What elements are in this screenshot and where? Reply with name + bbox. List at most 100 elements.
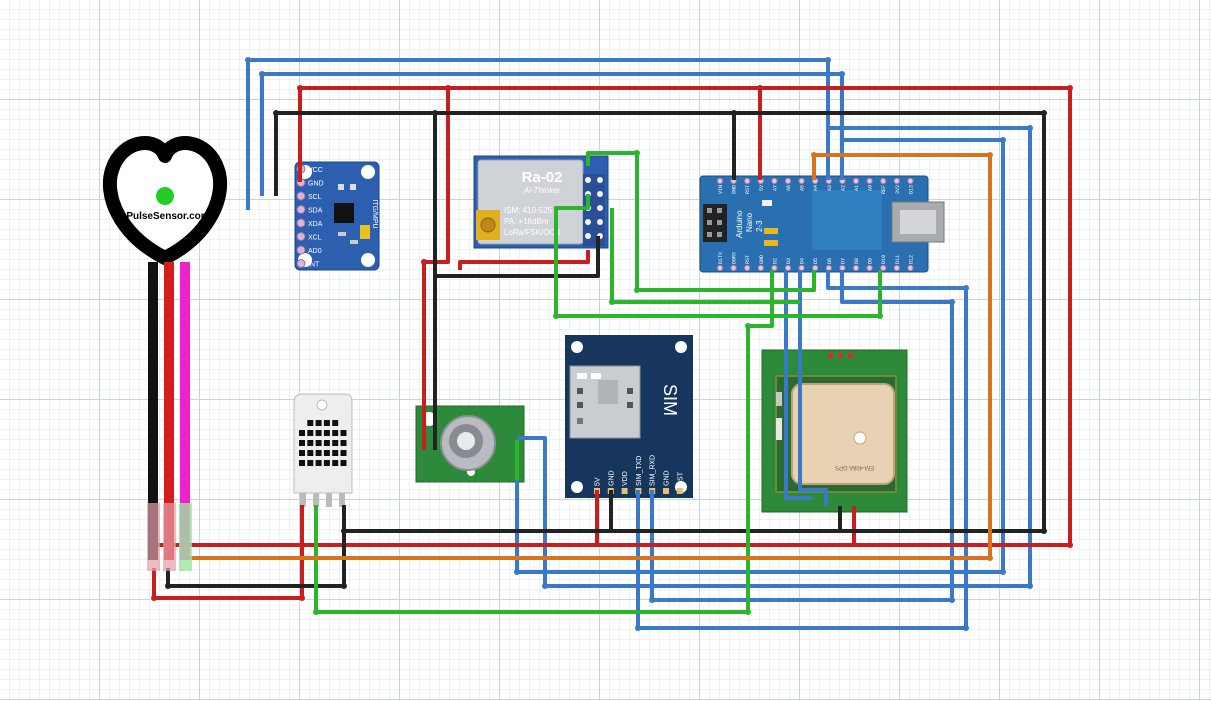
- lora-ra02-module[interactable]: Ra-02 Ai-Thinker ISM: 410-525 PA: +18dBm…: [473, 155, 609, 249]
- wire-junction: [963, 625, 969, 631]
- sim-label: SIM: [660, 384, 680, 416]
- pulse-sensor[interactable]: PulseSensor.com: [102, 136, 228, 265]
- arduino-pin-label: RST: [745, 255, 751, 264]
- arduino-pin-d2[interactable]: [771, 264, 778, 272]
- arduino-name-line1: Arduino: [735, 210, 744, 238]
- arduino-chip-area: [812, 190, 882, 250]
- arduino-pin-d6[interactable]: [825, 264, 832, 272]
- arduino-pin-label: A6: [786, 185, 792, 191]
- arduino-pin-label: A7: [772, 185, 778, 191]
- arduino-pin-a6[interactable]: [784, 177, 792, 185]
- sim-pin-rst[interactable]: [676, 488, 683, 494]
- arduino-pin-d3[interactable]: [784, 264, 792, 272]
- wire-junction: [1027, 583, 1033, 589]
- mpu6050-pin-scl[interactable]: [296, 191, 306, 201]
- arduino-pin-rst[interactable]: [744, 264, 751, 272]
- arduino-pin-a5[interactable]: [798, 177, 805, 185]
- arduino-pin-label: D6: [827, 258, 833, 264]
- arduino-pin-d5[interactable]: [812, 264, 819, 272]
- mpu6050-pin-xda[interactable]: [296, 218, 306, 228]
- pulse-sensor-label: PulseSensor.com: [126, 211, 209, 222]
- wire-junction: [245, 57, 251, 63]
- arduino-pin-label: D9: [868, 258, 874, 264]
- arduino-pin-label: A4: [813, 185, 819, 191]
- wire-junction: [1067, 85, 1073, 91]
- mounting-hole: [675, 341, 687, 353]
- arduino-pin-3v3[interactable]: [893, 177, 900, 185]
- arduino-pin-d0rx[interactable]: [730, 264, 737, 272]
- sim-pin-label: SIM_TXD: [636, 456, 643, 486]
- arduino-pin-d13[interactable]: [907, 177, 914, 185]
- wire-junction: [297, 85, 303, 91]
- arduino-pin-d1tx[interactable]: [716, 264, 724, 272]
- sim-pin-gnd[interactable]: [663, 488, 669, 494]
- arduino-pin-d12[interactable]: [907, 264, 914, 272]
- arduino-pin-ref[interactable]: [880, 177, 887, 185]
- wire-junction: [649, 597, 655, 603]
- lora-ipex-connector: [480, 217, 496, 233]
- arduino-pin-label: A1: [854, 185, 860, 191]
- arduino-pin-label: GND: [732, 185, 738, 194]
- arduino-pin-label: D1TX: [718, 252, 724, 264]
- arduino-pin-gnd[interactable]: [757, 264, 764, 272]
- ir-temperature-sensor[interactable]: [415, 405, 525, 483]
- wire-blue: [636, 270, 968, 630]
- arduino-name-line3: 2-3: [755, 220, 764, 232]
- lora-header-pins: [583, 174, 605, 246]
- wire-junction: [825, 57, 831, 63]
- arduino-pin-vin[interactable]: [716, 177, 724, 185]
- wire-junction: [949, 597, 955, 603]
- arduino-pin-a0[interactable]: [866, 177, 873, 185]
- arduino-pin-label: REF: [881, 185, 887, 194]
- arduino-pin-d4[interactable]: [798, 264, 805, 272]
- mpu6050-pin-label: AD0: [308, 248, 322, 255]
- wire-junction: [609, 299, 615, 305]
- arduino-pin-a1[interactable]: [852, 177, 860, 185]
- lora-line-2: PA: +18dBm: [504, 217, 549, 226]
- arduino-pin-label: D7: [840, 258, 846, 264]
- sim-pin-label: SIM_RXD: [650, 455, 657, 486]
- mpu6050-pin-int[interactable]: [296, 259, 306, 268]
- lora-subtitle: Ai-Thinker: [523, 186, 561, 195]
- wire-junction: [313, 609, 319, 615]
- arduino-pin-d9[interactable]: [866, 264, 873, 272]
- arduino-pin-d10[interactable]: [880, 264, 887, 272]
- sim-pin-vdd[interactable]: [621, 488, 628, 494]
- arduino-pin-label: A2: [840, 185, 846, 191]
- dht22-sensor[interactable]: [293, 393, 353, 507]
- sim-pin-label: VDD: [622, 471, 629, 486]
- mpu6050-pin-xcl[interactable]: [296, 232, 306, 241]
- wire-junction: [299, 595, 305, 601]
- mpu6050-pin-label: GND: [308, 181, 324, 188]
- mpu6050-pin-label: SCL: [308, 194, 322, 201]
- wire-junction: [987, 555, 993, 561]
- wire-junction: [987, 152, 993, 158]
- arduino-pin-label: A3: [827, 185, 833, 191]
- arduino-pin-label: D13: [908, 185, 914, 194]
- arduino-pin-d8[interactable]: [852, 264, 860, 272]
- sim-pin-label: 5V: [595, 477, 602, 486]
- arduino-pin-label: D3: [786, 258, 792, 264]
- wire-blue: [246, 58, 830, 210]
- arduino-pin-label: D12: [908, 255, 914, 264]
- wire-junction: [542, 583, 548, 589]
- wire-junction: [553, 313, 559, 319]
- arduino-pin-a7[interactable]: [771, 177, 778, 185]
- mpu6050-pin-sda[interactable]: [296, 205, 306, 214]
- arduino-pin-d11[interactable]: [893, 264, 900, 272]
- mpu6050-pin-ad0[interactable]: [296, 245, 306, 255]
- wire-junction: [745, 323, 751, 329]
- mpu6050-pin-label: INT: [308, 262, 320, 269]
- arduino-pin-rst[interactable]: [744, 177, 751, 185]
- sim-pin-label: RST: [677, 471, 684, 486]
- arduino-pin-d7[interactable]: [839, 264, 846, 272]
- mpu6050-side-label: ITG/MPU: [371, 199, 378, 228]
- arduino-pin-label: A0: [868, 185, 874, 191]
- wire-junction: [259, 71, 265, 77]
- gps-module[interactable]: EM-406A GPS: [761, 349, 908, 513]
- arduino-pin-label: D5: [813, 258, 819, 264]
- mpu6050-capacitor: [360, 225, 370, 239]
